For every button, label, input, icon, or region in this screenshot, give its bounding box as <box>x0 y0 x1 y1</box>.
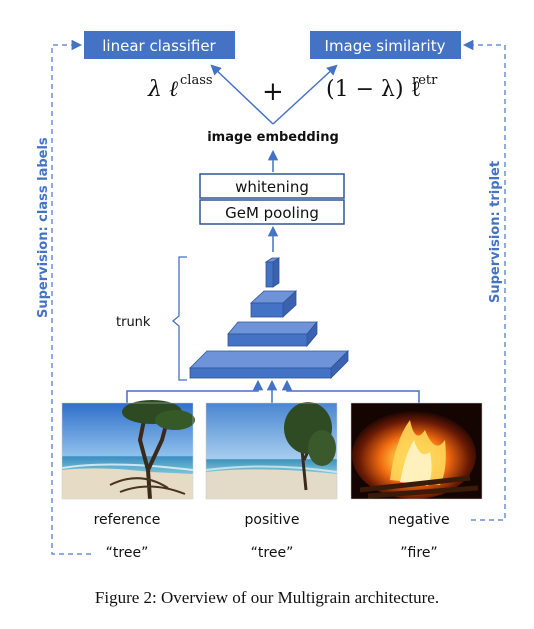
trunk-layer-1 <box>189 350 349 379</box>
reference-role-label: reference <box>94 512 161 528</box>
image-to-trunk-connectors <box>126 379 420 403</box>
trunk-bracket <box>171 256 187 381</box>
image-embedding-label: image embedding <box>207 130 339 145</box>
whitening-label: whitening <box>235 178 309 196</box>
positive-image <box>205 402 338 500</box>
linear-classifier-label: linear classifier <box>102 37 216 55</box>
class-supervision-path <box>51 39 91 555</box>
negative-role-label: negative <box>388 512 449 528</box>
whitening-box: whitening <box>199 173 345 199</box>
trunk-network <box>189 257 349 379</box>
class-loss-term: λ ℓ <box>147 77 179 102</box>
embedding-to-heads-arrows <box>210 64 338 125</box>
image-similarity-box: Image similarity <box>310 31 461 59</box>
reference-image <box>61 400 195 500</box>
positive-role-label: positive <box>245 512 300 528</box>
triplet-supervision-label: Supervision: triplet <box>488 161 503 303</box>
positive-class-label: “tree” <box>251 545 294 561</box>
trunk-layer-4 <box>264 257 281 288</box>
gem-pooling-label: GeM pooling <box>225 204 319 222</box>
triplet-supervision-path <box>462 39 506 521</box>
image-similarity-label: Image similarity <box>325 37 446 55</box>
trunk-layer-2 <box>227 320 318 348</box>
retr-loss-term: (1 − λ) ℓ <box>326 77 421 102</box>
gem-pooling-box: GeM pooling <box>199 199 345 225</box>
loss-plus: + <box>262 77 284 107</box>
reference-class-label: “tree” <box>106 545 149 561</box>
negative-image <box>350 402 483 500</box>
figure-caption: Figure 2: Overview of our Multigrain arc… <box>95 588 439 607</box>
class-loss-superscript: class <box>180 73 213 88</box>
loss-expression: λ ℓ class + (1 − λ) ℓ retr <box>147 73 438 107</box>
trunk-label: trunk <box>116 315 151 330</box>
negative-class-label: ”fire” <box>400 545 437 561</box>
linear-classifier-box: linear classifier <box>84 31 235 59</box>
trunk-layer-3 <box>249 290 298 318</box>
class-supervision-label: Supervision: class labels <box>36 137 51 318</box>
retr-loss-superscript: retr <box>412 73 438 88</box>
